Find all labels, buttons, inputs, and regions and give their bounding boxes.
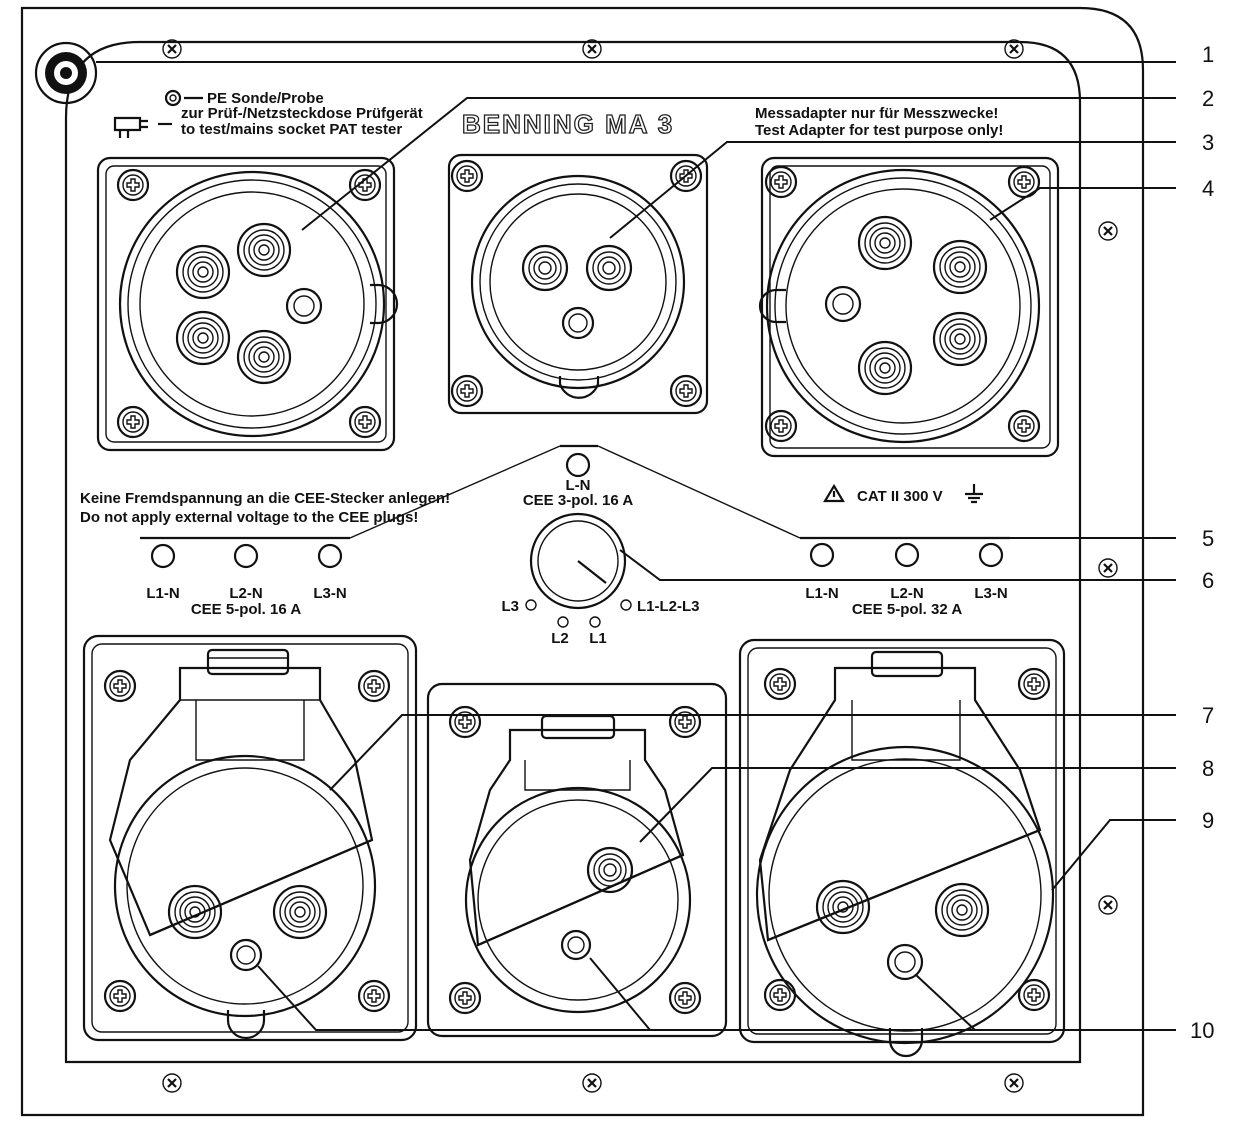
- panel-screw-icon: [1003, 1072, 1025, 1094]
- panel-screw-icon: [161, 1072, 183, 1094]
- socket-label-en: to test/mains socket PAT tester: [181, 121, 402, 138]
- selector-label: L1-L2-L3: [637, 598, 700, 615]
- plug-icon: [113, 116, 148, 138]
- led-label: L1-N: [805, 585, 838, 602]
- socket-label-de: zur Prüf-/Netzsteckdose Prüfgerät: [181, 105, 423, 122]
- cee5-32a-plug: [758, 156, 1060, 458]
- cat-rating-label: CAT II 300 V: [857, 488, 943, 505]
- selector-label: L3: [501, 598, 519, 615]
- warning-label-en: Do not apply external voltage to the CEE…: [80, 509, 418, 526]
- ground-icon: [965, 484, 983, 504]
- led-indicator: [978, 542, 1004, 568]
- callout-number: 7: [1202, 703, 1214, 728]
- callout-number: 2: [1202, 86, 1214, 111]
- selector-label: L1: [589, 630, 607, 647]
- selector-dot: [589, 616, 601, 628]
- callout-number: 10: [1190, 1018, 1214, 1043]
- led-label: L1-N: [146, 585, 179, 602]
- led-indicator: [565, 452, 591, 478]
- led-indicator: [809, 542, 835, 568]
- cee3-16a-socket: [426, 682, 728, 1038]
- cee5-16a-label: CEE 5-pol. 16 A: [191, 601, 301, 618]
- cee3-label: CEE 3-pol. 16 A: [523, 492, 633, 509]
- led-label: L2-N: [890, 585, 923, 602]
- led-indicator: [317, 543, 343, 569]
- led-label: L3-N: [974, 585, 1007, 602]
- callout-number: 3: [1202, 130, 1214, 155]
- led-label: L-N: [566, 477, 591, 494]
- panel-screw-icon: [581, 1072, 603, 1094]
- panel-screw-icon: [1097, 557, 1119, 579]
- cee5-16a-plug: [96, 156, 399, 452]
- warning-label-de: Keine Fremdspannung an die CEE-Stecker a…: [80, 490, 450, 507]
- callout-number: 8: [1202, 756, 1214, 781]
- housing-outline: [20, 6, 1145, 1117]
- cee5-16a-socket: [82, 634, 418, 1042]
- phase-selector-knob: L3 L2 L1 L1-L2-L3: [501, 512, 700, 647]
- led-indicator: [150, 543, 176, 569]
- selector-label: L2: [551, 630, 569, 647]
- callout-number: 5: [1202, 526, 1214, 551]
- pe-probe-legend: PE Sonde/Probe: [164, 89, 324, 107]
- led-label: L3-N: [313, 585, 346, 602]
- front-panel: [64, 40, 1082, 1064]
- selector-dot: [557, 616, 569, 628]
- led-indicator: [894, 542, 920, 568]
- panel-screw-icon: [1097, 220, 1119, 242]
- cee3-16a-plug: [447, 153, 709, 415]
- selector-dot: [525, 599, 537, 611]
- selector-dot: [620, 599, 632, 611]
- callout-number: 6: [1202, 568, 1214, 593]
- callout-leaders: [96, 61, 1176, 1031]
- cee5-16a-indicators: L1-N L2-N L3-N CEE 5-pol. 16 A: [140, 536, 350, 618]
- cee5-32a-indicators: L1-N L2-N L3-N CEE 5-pol. 32 A: [800, 536, 1010, 618]
- callout-number: 4: [1202, 176, 1214, 201]
- brand-logo: BENNING MA 3: [462, 109, 674, 139]
- cee3-indicator: L-N CEE 3-pol. 16 A: [523, 444, 633, 509]
- plug-legend: zur Prüf-/Netzsteckdose Prüfgerät to tes…: [113, 105, 423, 138]
- cee5-32a-socket: [738, 638, 1066, 1058]
- warning-triangle-icon: [823, 483, 845, 503]
- cee5-32a-label: CEE 5-pol. 32 A: [852, 601, 962, 618]
- pe-probe-socket: [34, 41, 98, 105]
- callout-number: 1: [1202, 42, 1214, 67]
- purpose-label-en: Test Adapter for test purpose only!: [755, 122, 1003, 139]
- led-indicator: [233, 543, 259, 569]
- callout-number: 9: [1202, 808, 1214, 833]
- pe-probe-label: PE Sonde/Probe: [207, 90, 324, 107]
- cat-rating: CAT II 300 V: [823, 483, 983, 505]
- panel-screw-icon: [1097, 894, 1119, 916]
- led-label: L2-N: [229, 585, 262, 602]
- purpose-label-de: Messadapter nur für Messzwecke!: [755, 105, 998, 122]
